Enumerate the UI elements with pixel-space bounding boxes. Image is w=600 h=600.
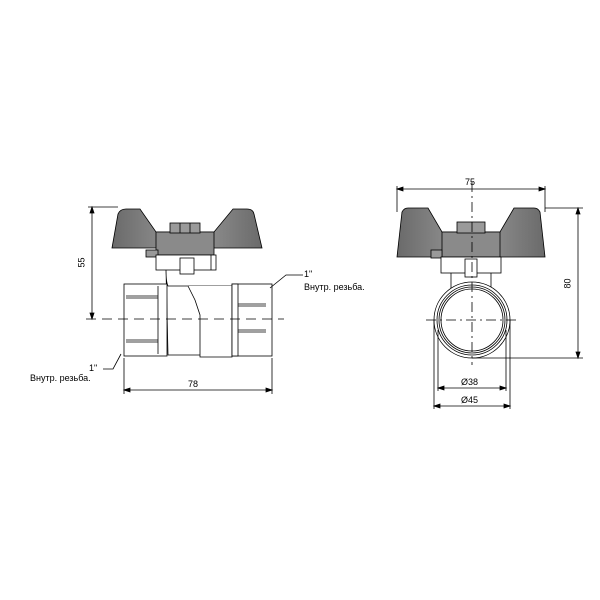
thread-left-size: 1": [89, 363, 98, 373]
height-dimension-80: 80: [562, 278, 573, 289]
front-view: [86, 205, 303, 394]
length-dimension-78: 78: [188, 379, 199, 389]
inner-diameter-38: Ø38: [461, 377, 479, 387]
thread-right-note: Внутр. резьба.: [304, 282, 365, 292]
thread-left-note: Внутр. резьба.: [30, 373, 91, 383]
width-dimension-75: 75: [465, 177, 476, 187]
outer-diameter-45: Ø45: [461, 395, 479, 405]
side-view: [395, 182, 583, 409]
thread-right-size: 1": [304, 269, 313, 279]
height-dimension-55: 55: [76, 257, 87, 268]
